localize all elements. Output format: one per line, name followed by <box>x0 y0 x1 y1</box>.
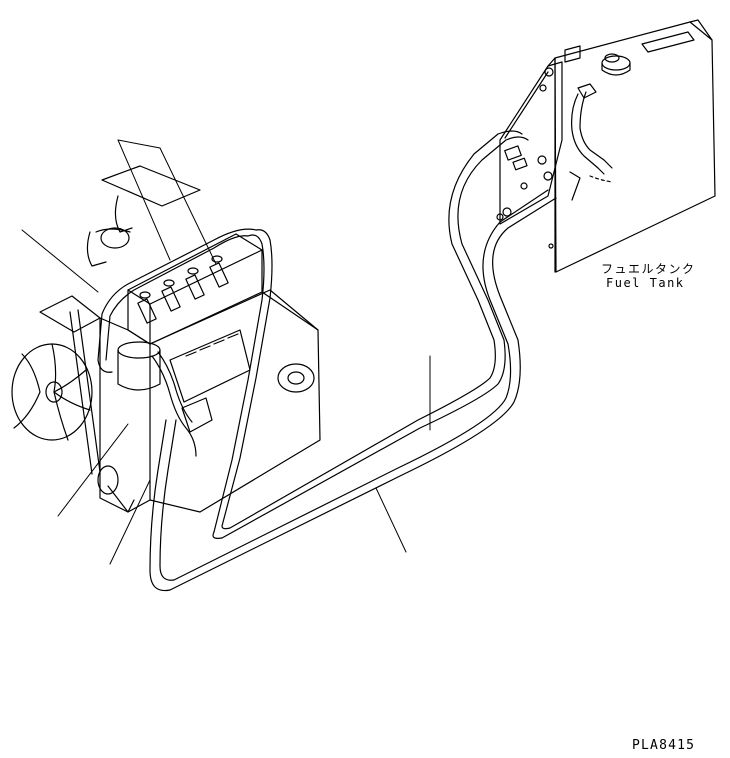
fuel-lines <box>98 131 556 591</box>
fuel-filter <box>118 342 160 390</box>
fuel-tank-label-jp: フュエルタンク <box>601 262 696 276</box>
fuel-tank-label-en: Fuel Tank <box>606 276 685 290</box>
fan <box>12 344 92 440</box>
engine <box>12 166 320 512</box>
fuel-tank <box>497 20 715 272</box>
drawing-code: PLA8415 <box>632 738 696 753</box>
leader-lines <box>22 140 430 564</box>
filler-cap <box>602 54 630 75</box>
injectors <box>138 256 228 323</box>
